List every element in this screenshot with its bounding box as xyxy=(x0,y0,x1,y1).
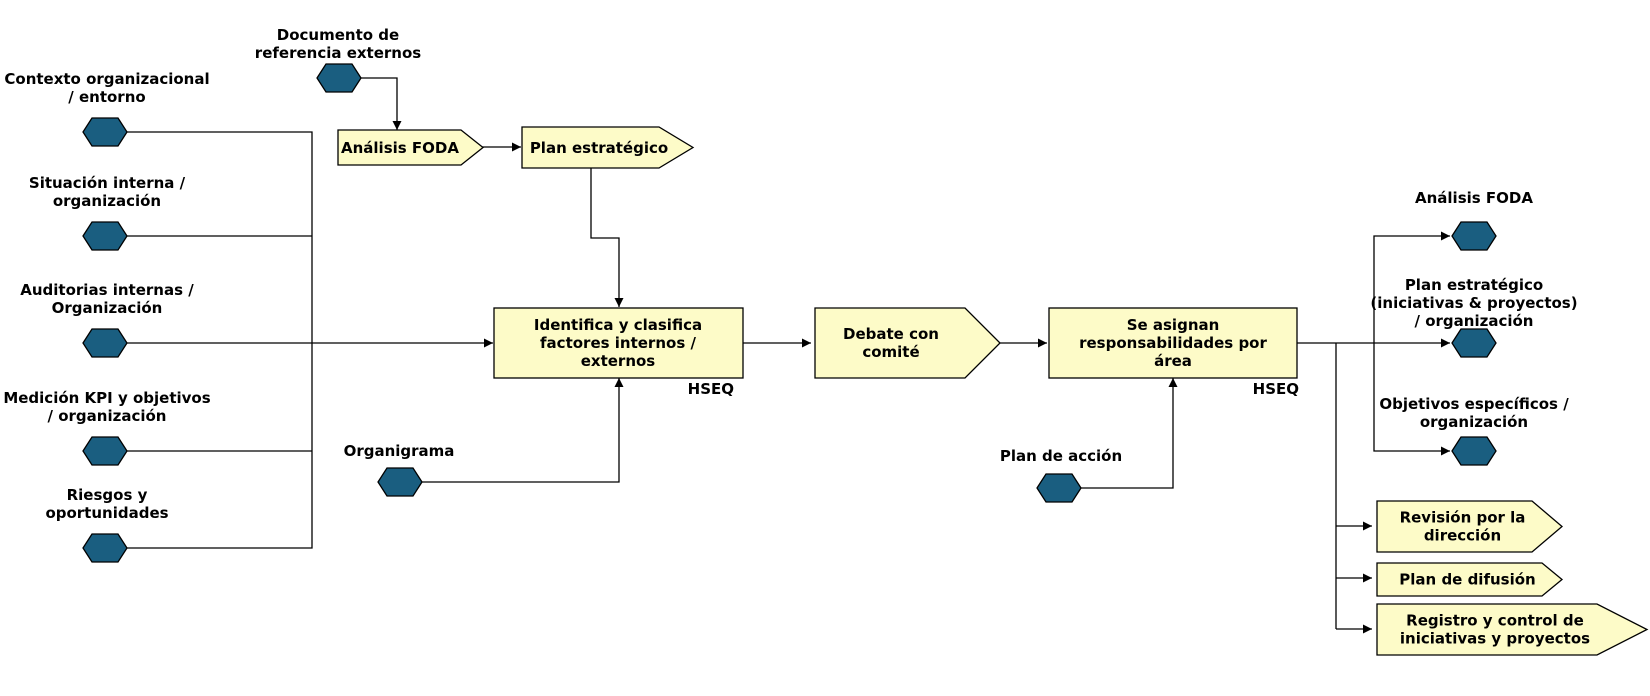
input-1-hexagon-icon xyxy=(82,117,128,147)
connector-contexto xyxy=(122,131,313,549)
connector-out-objetivos xyxy=(1373,343,1450,456)
output-1-hexagon-icon xyxy=(1451,221,1497,251)
input-5-hexagon-icon xyxy=(82,533,128,563)
connectors xyxy=(122,77,1450,634)
output-3-hexagon-icon xyxy=(1451,436,1497,466)
output-box-2-label: Plan de difusión xyxy=(1399,571,1535,589)
identifica-role: HSEQ xyxy=(688,380,734,398)
output-2-hexagon-icon xyxy=(1451,328,1497,358)
plan-accion-label: Plan de acción xyxy=(1000,447,1122,465)
input-3-hexagon-icon xyxy=(82,328,128,358)
output-box-2 xyxy=(1376,562,1564,597)
analisis-foda-box xyxy=(337,129,485,166)
input-1-label: Contexto organizacional/ entorno xyxy=(4,70,209,106)
debate-box xyxy=(814,307,1001,379)
connector-plan-accion xyxy=(1077,378,1178,489)
asignan-box xyxy=(1048,307,1298,379)
output-box-1 xyxy=(1376,500,1564,553)
connector-plan-identifica xyxy=(590,167,624,307)
output-1-label: Análisis FODA xyxy=(1415,189,1533,207)
plan-accion-hexagon-icon xyxy=(1036,473,1082,503)
input-4-label: Medición KPI y objetivos/ organización xyxy=(3,389,210,425)
input-3-label: Auditorias internas /Organización xyxy=(20,281,194,317)
output-box-3 xyxy=(1376,603,1649,656)
connector-docref xyxy=(360,77,402,130)
organigrama-hexagon-icon xyxy=(377,467,423,497)
output-2-label: Plan estratégico(iniciativas & proyectos… xyxy=(1370,276,1577,330)
input-2-hexagon-icon xyxy=(82,221,128,251)
analisis-foda-label: Análisis FODA xyxy=(341,139,459,157)
asignan-role: HSEQ xyxy=(1253,380,1299,398)
docref-hexagon-icon xyxy=(316,63,362,93)
connector-organigrama xyxy=(420,378,624,483)
plan-estrategico-box xyxy=(521,126,695,169)
organigrama-label: Organigrama xyxy=(344,442,455,460)
output-3-label: Objetivos específicos /organización xyxy=(1379,395,1569,431)
connector-out-foda xyxy=(1373,231,1450,343)
identifica-box xyxy=(493,307,744,379)
plan-estrategico-label: Plan estratégico xyxy=(530,139,668,157)
input-4-hexagon-icon xyxy=(82,436,128,466)
input-2-label: Situación interna /organización xyxy=(29,174,186,210)
